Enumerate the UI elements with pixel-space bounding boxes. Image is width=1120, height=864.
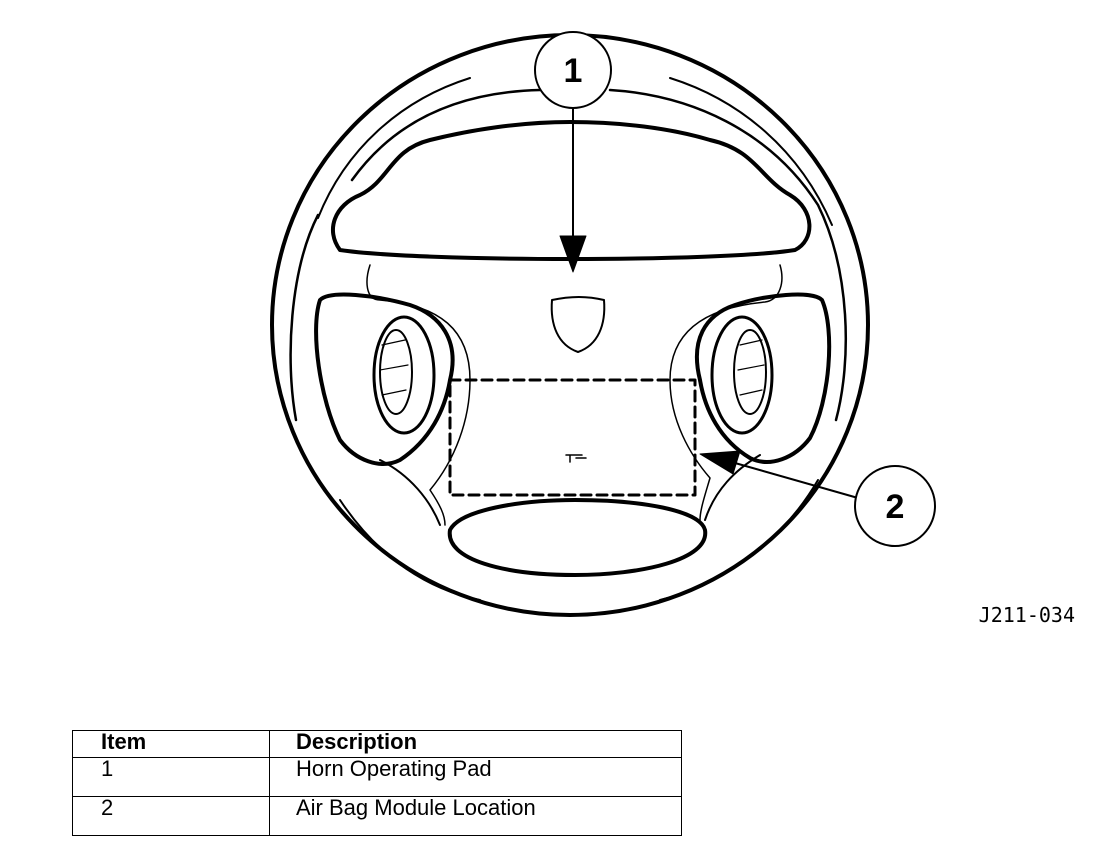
wheel-rim-inner <box>289 88 848 422</box>
row-2-description: Air Bag Module Location <box>269 796 682 836</box>
lower-right-spoke <box>704 454 761 521</box>
row-1-description: Horn Operating Pad <box>269 757 682 797</box>
right-spoke-pad <box>694 292 832 464</box>
left-switch-ribs <box>379 339 409 396</box>
rim-highlight-upper-left <box>317 77 471 219</box>
callout-2: 2 <box>854 465 936 547</box>
callout-1-arrowhead <box>559 235 587 273</box>
callout-2-circle <box>854 465 936 547</box>
callout-1: 1 <box>534 31 612 109</box>
rim-highlight-upper-right <box>669 77 833 226</box>
right-switch-ribs <box>737 339 765 396</box>
left-switch <box>379 329 413 415</box>
right-switch-recess <box>710 315 774 435</box>
header-description: Description <box>269 730 682 758</box>
rim-highlight-lower-right <box>659 479 819 601</box>
figure-id: J211-034 <box>979 603 1075 627</box>
lower-left-spoke <box>379 459 441 526</box>
upper-opening <box>330 120 812 261</box>
left-spoke-pad <box>314 292 455 466</box>
callout-2-arrowhead <box>699 450 741 475</box>
callout-2-leader <box>734 462 859 499</box>
left-switch-recess <box>372 315 436 435</box>
shield-emblem <box>550 296 606 353</box>
callout-1-circle <box>534 31 612 109</box>
lower-opening <box>447 498 708 577</box>
air-bag-logo-mark <box>565 454 587 463</box>
row-2-item: 2 <box>72 796 270 836</box>
air-bag-module-outline <box>448 378 697 497</box>
table-row: 1 Horn Operating Pad <box>72 757 682 797</box>
callout-2-number: 2 <box>886 488 905 526</box>
table-header-row: Item Description <box>72 730 682 758</box>
legend-table: Item Description 1 Horn Operating Pad 2 … <box>72 730 682 836</box>
right-switch <box>733 329 767 415</box>
table-row: 2 Air Bag Module Location <box>72 796 682 836</box>
callout-1-number: 1 <box>564 52 583 90</box>
header-item: Item <box>72 730 270 758</box>
rim-highlight-lower-left <box>339 499 481 601</box>
hub-outline <box>366 264 783 526</box>
row-1-item: 1 <box>72 757 270 797</box>
steering-wheel <box>270 33 870 617</box>
